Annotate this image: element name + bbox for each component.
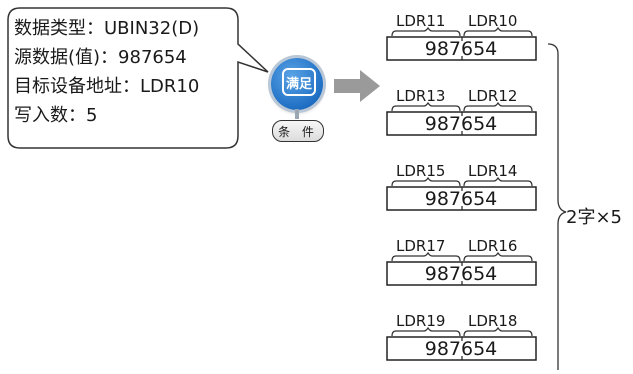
register-value: 987654 — [424, 263, 498, 285]
register-low-label: LDR12 — [468, 87, 518, 105]
right-brace-icon — [547, 43, 567, 370]
condition-satisfied-text: 满足 — [282, 68, 316, 96]
write-count-line: 写入数：5 — [14, 105, 98, 126]
register-brackets — [386, 251, 537, 286]
register-pair: LDR11 LDR10 987654 — [386, 12, 546, 62]
right-arrow-icon — [334, 70, 380, 102]
register-labels: LDR11 LDR10 — [386, 12, 546, 30]
speech-bubble: 数据类型：UBIN32(D) 源数据(值)：987654 目标设备地址：LDR1… — [14, 14, 199, 130]
register-pair: LDR19 LDR18 987654 — [386, 312, 546, 362]
register-high-label: LDR17 — [396, 237, 446, 255]
data-type-line: 数据类型：UBIN32(D) — [14, 18, 200, 39]
register-low-label: LDR16 — [468, 237, 518, 255]
register-brackets — [386, 26, 537, 61]
register-high-label: LDR15 — [396, 162, 446, 180]
register-pair: LDR15 LDR14 987654 — [386, 162, 546, 212]
word-count-label: 2字×5 — [566, 207, 622, 228]
register-brackets — [386, 176, 537, 211]
register-value: 987654 — [424, 113, 498, 135]
register-pair: LDR13 LDR12 987654 — [386, 87, 546, 137]
register-high-label: LDR19 — [396, 312, 446, 330]
register-labels: LDR19 LDR18 — [386, 312, 546, 330]
condition-label: 条 件 — [272, 120, 324, 142]
register-value: 987654 — [424, 338, 498, 360]
register-high-label: LDR11 — [396, 12, 446, 30]
register-low-label: LDR18 — [468, 312, 518, 330]
register-value: 987654 — [424, 38, 498, 60]
condition-badge: 满足 条 件 — [268, 54, 328, 150]
destination-device-line: 目标设备地址：LDR10 — [14, 76, 200, 97]
register-labels: LDR15 LDR14 — [386, 162, 546, 180]
register-brackets — [386, 101, 537, 136]
register-labels: LDR13 LDR12 — [386, 87, 546, 105]
register-brackets — [386, 326, 537, 361]
source-data-line: 源数据(值)：987654 — [14, 47, 187, 68]
register-low-label: LDR14 — [468, 162, 518, 180]
condition-pin — [295, 109, 299, 119]
register-pair: LDR17 LDR16 987654 — [386, 237, 546, 287]
register-labels: LDR17 LDR16 — [386, 237, 546, 255]
register-high-label: LDR13 — [396, 87, 446, 105]
register-low-label: LDR10 — [468, 12, 518, 30]
register-value: 987654 — [424, 188, 498, 210]
